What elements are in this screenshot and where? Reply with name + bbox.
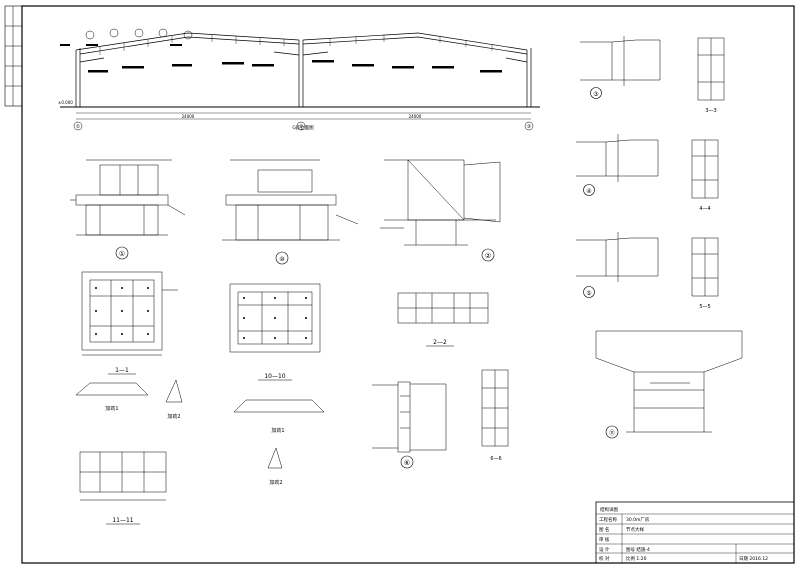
stiffener-3-drawing xyxy=(233,399,325,413)
section-6-6-drawing xyxy=(481,369,509,447)
detail-2-bubble xyxy=(481,248,495,262)
section-4-4-drawing xyxy=(691,139,719,199)
detail-6-label: ⑥ xyxy=(404,459,410,467)
detail-11-label: ⑪ xyxy=(609,429,615,437)
stiffener-1-label: 加劲1 xyxy=(105,405,118,412)
section-2-2-drawing xyxy=(397,292,489,324)
tb-value-project: 30.0m厂房 xyxy=(626,516,650,523)
tb-value-drawing-name: 节点大样 xyxy=(626,526,644,533)
detail-5-drawing xyxy=(576,232,659,282)
detail-4-drawing xyxy=(576,134,659,182)
detail-5-bubble xyxy=(583,286,595,298)
stiffener-4-label: 加劲2 xyxy=(269,479,282,486)
section-10-10-bolts xyxy=(243,297,307,339)
binding-margin xyxy=(4,5,23,107)
stiffener-1-drawing xyxy=(75,382,149,396)
stiffener-2-drawing xyxy=(165,379,183,403)
section-2-2-label: 2—2 xyxy=(433,339,447,346)
detail-3-drawing xyxy=(580,36,661,86)
section-4-4-label: 4—4 xyxy=(699,206,710,212)
axis-label-3: ③ xyxy=(527,124,531,130)
tb-label-drawing-name: 图 名 xyxy=(599,526,609,533)
tb-value-design: 图号 结施-4 xyxy=(626,546,650,553)
axis-label-2: ② xyxy=(299,124,304,130)
detail-3-label: ③ xyxy=(593,91,598,98)
section-10-10-label: 10—10 xyxy=(264,373,285,380)
detail-3-bubble xyxy=(590,87,602,99)
portal-frame-elevation xyxy=(60,32,540,120)
section-5-5-drawing xyxy=(691,237,719,297)
purlin-ticks xyxy=(99,35,493,55)
elevation-caption: GJ1立面图 xyxy=(292,124,314,131)
stiffener-3-label: 加劲1 xyxy=(271,427,284,434)
detail-10-bubble xyxy=(275,251,289,265)
tb-label-check: 校 对 xyxy=(599,555,610,562)
title-block-header: 结构详图 xyxy=(600,506,618,513)
tb-value-check: 比例 1:20 xyxy=(626,555,647,562)
section-1-1-label: 1—1 xyxy=(115,367,129,374)
detail-1-drawing xyxy=(70,159,186,236)
stiffener-2-label: 加劲2 xyxy=(167,413,180,420)
detail-11-bubble xyxy=(605,425,619,439)
elevation-annotations xyxy=(60,44,502,73)
detail-1-label: ① xyxy=(119,250,125,258)
stiffener-4-drawing xyxy=(267,447,283,469)
tb-label-project: 工程名称 xyxy=(599,516,617,523)
detail-10-label: ⑩ xyxy=(279,256,284,263)
section-5-5-label: 5—5 xyxy=(699,304,710,310)
span-dimension-left: 24000 xyxy=(182,114,195,119)
detail-2-label: ② xyxy=(485,252,491,260)
section-6-6-label: 6—6 xyxy=(490,456,501,462)
section-3-3-drawing xyxy=(697,37,725,101)
detail-4-label: ④ xyxy=(586,188,591,195)
detail-6-drawing xyxy=(372,381,447,453)
detail-10-drawing xyxy=(222,159,359,241)
detail-2-drawing xyxy=(380,159,501,246)
ground-level: ±0.000 xyxy=(58,100,73,105)
section-1-1-bolts xyxy=(95,287,149,335)
axis-label-1: ① xyxy=(76,124,81,130)
axis-bubbles: ① ② ③ xyxy=(73,121,534,131)
section-3-3-label: 3—3 xyxy=(705,108,716,114)
section-1-1-drawing xyxy=(81,271,178,356)
section-10-10-drawing xyxy=(229,283,321,353)
detail-6-bubble xyxy=(400,455,414,469)
section-11-11-label: 11—11 xyxy=(112,517,133,524)
elevation-callout-circles xyxy=(85,28,193,40)
detail-5-label: ⑤ xyxy=(586,290,591,297)
detail-1-bubble xyxy=(115,246,129,260)
title-block xyxy=(595,501,795,564)
span-dimension-right: 24000 xyxy=(409,114,422,119)
section-11-11-drawing xyxy=(79,451,167,501)
sheet-border xyxy=(21,5,795,564)
detail-11-drawing xyxy=(595,330,743,433)
tb-date: 日期 2016.12 xyxy=(739,556,768,562)
tb-label-review: 审 核 xyxy=(599,536,610,543)
detail-4-bubble xyxy=(583,184,595,196)
tb-label-design: 设 计 xyxy=(599,546,610,553)
